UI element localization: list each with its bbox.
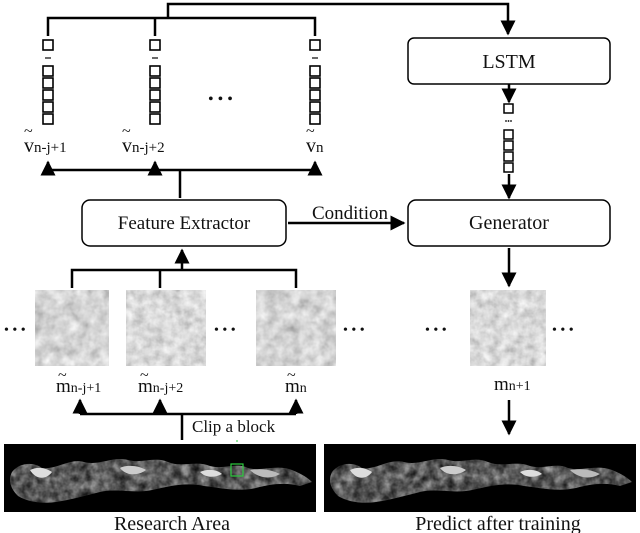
image-tile-output (470, 290, 546, 366)
svg-text:vn-j+1: vn-j+1 (24, 135, 67, 157)
svg-text:vn-j+2: vn-j+2 (122, 135, 165, 157)
svg-text:~: ~ (24, 123, 33, 140)
tiles-ellipsis-out-right: • • • (552, 323, 574, 338)
vector-label-2: vn-j+2 ~ (122, 123, 165, 157)
vectors-ellipsis: • • • (208, 91, 233, 108)
fe-to-vectors (40, 160, 323, 198)
image-label-1: ~ mn-j+1 (56, 367, 101, 397)
image-label-2: ~ mn-j+2 (138, 367, 183, 397)
svg-text:mn-j+2: mn-j+2 (138, 376, 183, 397)
generator-label: Generator (469, 212, 549, 234)
generator-box (407, 199, 611, 247)
image-label-3: ~ mn (285, 367, 307, 397)
svg-text:mn: mn (285, 376, 307, 397)
roi-box (230, 463, 244, 477)
top-routing (46, 2, 516, 36)
svg-text:~: ~ (122, 123, 131, 140)
lstm-output (501, 84, 517, 200)
svg-text:~: ~ (140, 367, 149, 384)
vector-label-1: vn-j+1 ~ (24, 123, 67, 157)
svg-text:vn: vn (306, 135, 324, 157)
research-area-map (4, 444, 316, 512)
vector-stack-2 (149, 39, 161, 125)
image-label-output: mn+1 (494, 374, 531, 395)
svg-text:~: ~ (287, 367, 296, 384)
svg-text:mn+1: mn+1 (494, 374, 531, 395)
svg-text:mn-j+1: mn-j+1 (56, 376, 101, 397)
tiles-ellipsis-mid: • • • (214, 323, 236, 338)
condition-label: Condition (312, 203, 389, 224)
tiles-to-fe (70, 248, 298, 288)
image-tile-3 (256, 290, 336, 366)
clip-routing (72, 398, 304, 440)
vector-stack-3 (309, 39, 321, 125)
image-tile-1 (35, 290, 109, 366)
feature-extractor-box (81, 199, 287, 247)
stack-dots (45, 57, 318, 59)
feature-extractor-label: Feature Extractor (118, 213, 251, 234)
tiles-ellipsis-right: • • • (343, 323, 365, 338)
svg-text:~: ~ (306, 123, 315, 140)
research-area-label: Research Area (114, 513, 230, 533)
svg-text:~: ~ (58, 367, 67, 384)
tiles-ellipsis-out-left: • • • (425, 323, 447, 338)
tiles-ellipsis-left: • • • (4, 323, 26, 338)
vector-label-3: vn ~ (306, 123, 324, 157)
prediction-map (324, 444, 636, 512)
prediction-label: Predict after training (415, 513, 581, 533)
lstm-label: LSTM (482, 51, 536, 73)
clip-label: Clip a block (192, 417, 276, 436)
image-tile-2 (126, 290, 206, 366)
vector-stack-1 (42, 39, 54, 125)
